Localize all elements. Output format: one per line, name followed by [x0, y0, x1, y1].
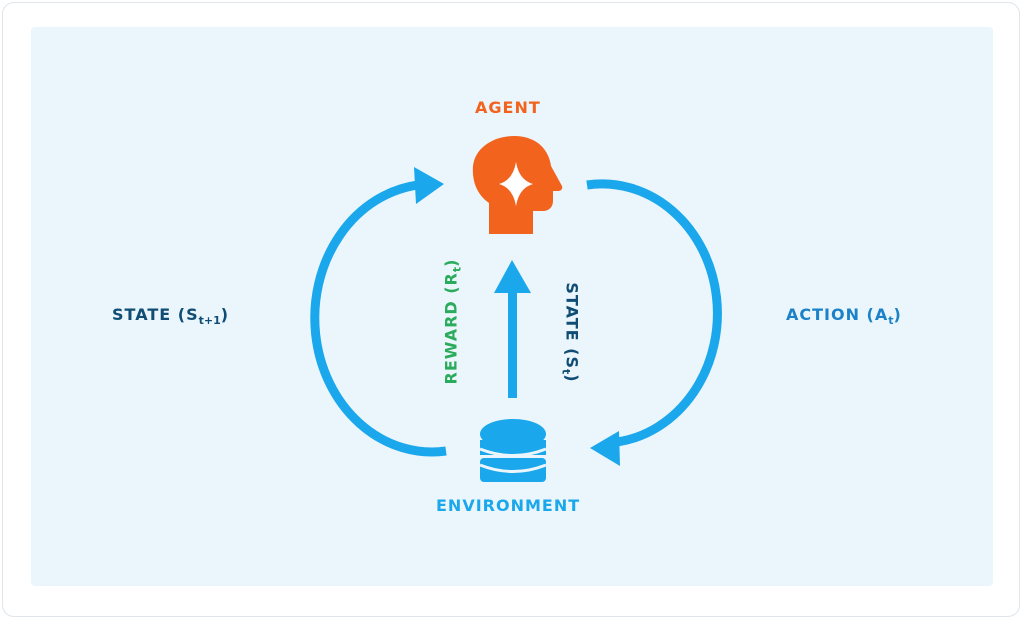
action-label: ACTION (At) — [786, 305, 902, 327]
action-label-close: ) — [893, 305, 902, 324]
reward-state-arrow — [494, 260, 531, 398]
state-next-arrowhead — [414, 167, 444, 204]
reward-label: REWARD (Rt) — [441, 232, 464, 412]
action-label-text: ACTION (A — [786, 305, 889, 324]
sparkle-icon — [499, 162, 533, 206]
environment-label: ENVIRONMENT — [436, 496, 581, 515]
state-next-label-text: STATE (S — [112, 305, 199, 324]
state-label: STATE (St) — [560, 243, 582, 423]
state-label-text: STATE (S — [562, 282, 582, 369]
state-next-label-sub: t+1 — [198, 314, 221, 327]
database-icon — [479, 419, 547, 482]
action-arrowhead — [590, 431, 620, 466]
state-next-label-close: ) — [220, 305, 230, 324]
action-arrow — [586, 179, 722, 466]
reward-state-arrowhead — [494, 260, 531, 293]
agent-label: AGENT — [475, 98, 541, 117]
reward-label-close: ) — [441, 258, 461, 267]
state-next-arrow — [310, 167, 447, 457]
action-label-sub: t — [888, 314, 894, 327]
head-sparkle-icon — [472, 136, 563, 234]
reward-label-sub: t — [450, 266, 464, 273]
reward-label-text: REWARD (R — [441, 272, 461, 385]
state-label-close: ) — [562, 374, 582, 383]
state-next-label: STATE (St+1) — [112, 305, 230, 327]
